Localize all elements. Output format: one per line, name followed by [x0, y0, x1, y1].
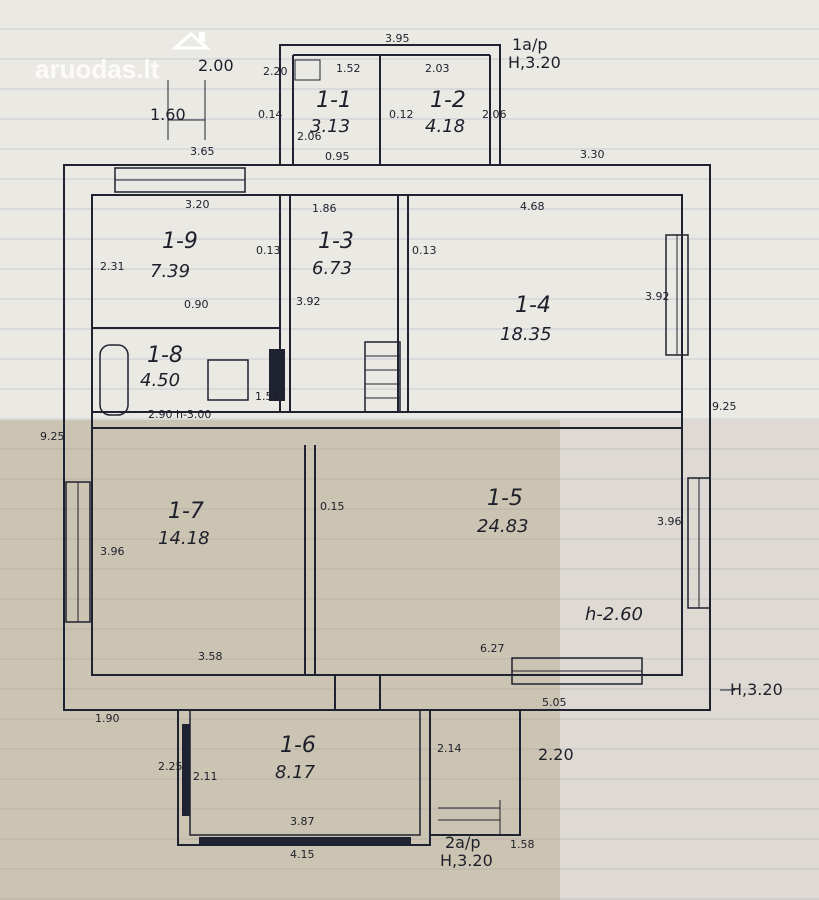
dim-label: 4.68: [520, 200, 545, 213]
dim-label: 2.06: [297, 130, 322, 143]
dim-label: 9.25: [40, 430, 65, 443]
room-1-9-label: 1-9: [162, 229, 198, 254]
dim-label: 4.15: [290, 848, 315, 861]
dim-label: 9.25: [712, 400, 737, 413]
room-1-7-area: 14.18: [158, 528, 210, 549]
dim-label: 0.90: [184, 298, 209, 311]
room-height: h-2.60: [585, 604, 643, 625]
annex-top: [279, 44, 501, 166]
dim-label: 3.30: [580, 148, 605, 161]
room-1-6-label: 1-6: [280, 733, 316, 758]
room-1-9-area: 7.39: [150, 261, 190, 282]
dim-label: 1.55: [255, 390, 280, 403]
dim-label: 2.31: [100, 260, 125, 273]
dim-label: 1.86: [312, 202, 337, 215]
dim-label: 3.92: [296, 295, 321, 308]
dim-label: 1.60: [150, 105, 186, 124]
dim-label: 2.90 h-3.00: [148, 408, 211, 421]
room-1-3-area: 6.73: [312, 258, 352, 279]
room-1-3-label: 1-3: [318, 229, 354, 254]
dim-label: 1.58: [510, 838, 535, 851]
room-1-2-area: 4.18: [425, 116, 465, 137]
dim-label: 3.95: [385, 32, 410, 45]
room-1-5-label: 1-5: [487, 486, 523, 511]
shadow-overlay: [0, 420, 560, 900]
dim-label: 5.05: [542, 696, 567, 709]
room-1-4-label: 1-4: [515, 293, 551, 318]
annex-top-label: 1a/p: [512, 35, 548, 54]
dim-label: 3.20: [185, 198, 210, 211]
shadow-overlay-right: [560, 420, 819, 900]
dim-label: 2.25: [158, 760, 183, 773]
dim-label: 0.13: [256, 244, 281, 257]
room-1-1-label: 1-1: [316, 88, 352, 113]
dim-label: 2.06: [482, 108, 507, 121]
room-1-6-area: 8.17: [275, 762, 316, 783]
annex-bottom-label: 2a/p: [445, 833, 481, 852]
room-1-5-area: 24.83: [477, 516, 529, 537]
dim-label: 2.11: [193, 770, 218, 783]
watermark: aruodas.lt: [35, 32, 211, 84]
house-icon: [171, 32, 211, 50]
room-1-4-area: 18.35: [500, 324, 552, 345]
dim-label: 0.12: [389, 108, 414, 121]
dim-label: 0.95: [325, 150, 350, 163]
dim-label: 3.96: [100, 545, 125, 558]
dim-label: 2.03: [425, 62, 450, 75]
annex-bottom-height: H,3.20: [440, 851, 493, 870]
dim-label: 0.13: [412, 244, 437, 257]
dim-label: 6.27: [480, 642, 505, 655]
dim-label: 3.65: [190, 145, 215, 158]
room-1-8-area: 4.50: [140, 370, 180, 391]
dim-label: 3.92: [645, 290, 670, 303]
dim-label: 0.15: [320, 500, 345, 513]
dim-label: 2.00: [198, 56, 234, 75]
annex-top-height: H,3.20: [508, 53, 561, 72]
watermark-text: aruodas.lt: [35, 54, 160, 84]
dim-label: 3.96: [657, 515, 682, 528]
dim-label: 2.14: [437, 742, 462, 755]
room-1-1-area: 3.13: [310, 116, 350, 137]
room-1-8-label: 1-8: [147, 343, 183, 368]
dim-label: 3.87: [290, 815, 315, 828]
dim-label: 1.90: [95, 712, 120, 725]
dim-label: 2.20: [263, 65, 288, 78]
dim-label: 2.20: [538, 745, 574, 764]
room-1-2-label: 1-2: [430, 88, 466, 113]
dim-label: 3.58: [198, 650, 223, 663]
building-height: H,3.20: [730, 680, 783, 699]
dim-label: 0.14: [258, 108, 283, 121]
inner-wall: [91, 194, 683, 676]
room-1-7-label: 1-7: [168, 499, 204, 524]
dim-label: 1.52: [336, 62, 361, 75]
